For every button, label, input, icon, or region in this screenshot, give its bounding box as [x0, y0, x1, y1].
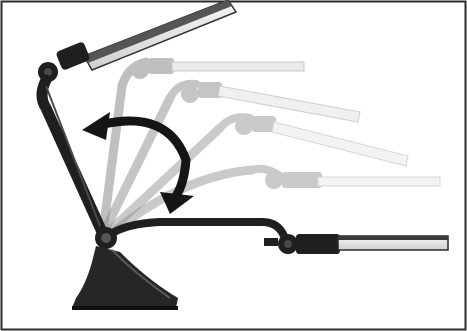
lamp-illustration	[0, 0, 467, 331]
illustration-canvas	[0, 0, 467, 331]
